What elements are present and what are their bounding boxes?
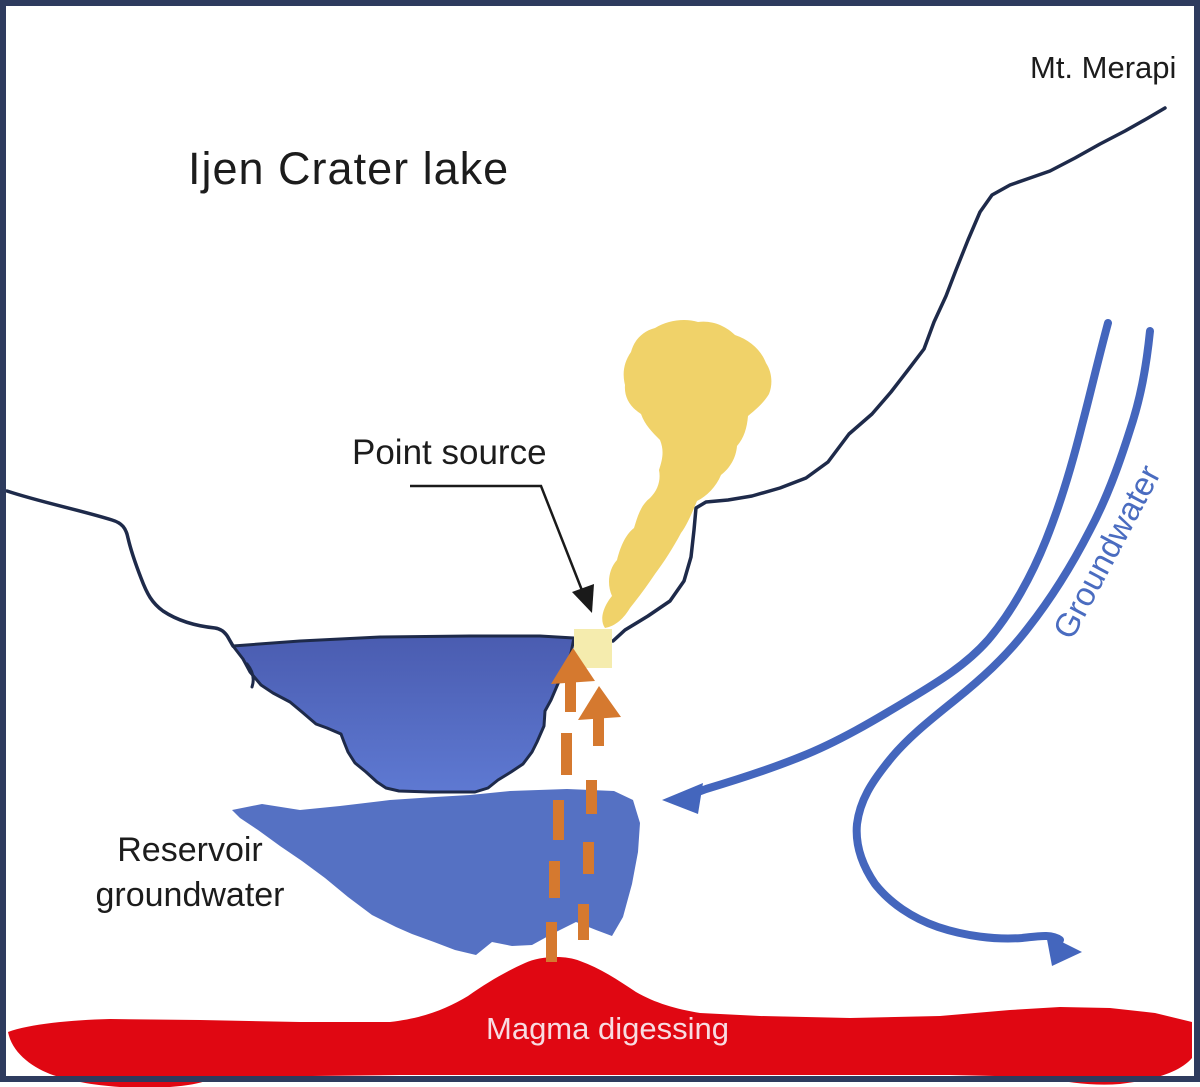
groundwater-flow-right-line — [852, 327, 1154, 944]
reservoir-groundwater-label: Reservoir groundwater — [30, 828, 350, 918]
vent-dash — [546, 922, 557, 962]
magma-label: Magma digessing — [486, 1011, 729, 1046]
groundwater-flow-left-line — [686, 319, 1112, 799]
diagram-title: Ijen Crater lake — [188, 143, 510, 194]
magma-body — [8, 957, 1192, 1087]
reservoir-label-line1: Reservoir — [117, 831, 263, 869]
gas-plume — [602, 320, 772, 628]
terrain-line-left — [5, 489, 235, 648]
point-source-label: Point source — [352, 433, 547, 472]
vent-dash — [583, 842, 594, 874]
vent-dash — [565, 680, 576, 712]
groundwater-arrow-left-icon — [662, 783, 703, 814]
terrain-line-right — [611, 106, 1167, 643]
vent-dash — [553, 800, 564, 840]
reservoir-label-line2: groundwater — [95, 875, 285, 914]
reservoir-groundwater-body — [232, 789, 640, 955]
lake-shore-crack — [245, 662, 255, 689]
mt-merapi-label: Mt. Merapi — [1030, 50, 1177, 85]
groundwater-flow-left — [686, 319, 1112, 799]
magma-vent-arrow-left — [546, 648, 595, 962]
groundwater-arrow-right-icon — [1046, 934, 1082, 966]
vent-dash — [578, 904, 589, 940]
magma-vent-arrow-right — [578, 686, 621, 940]
vent-dash — [593, 716, 604, 746]
vent-arrowhead-left-icon — [551, 648, 595, 684]
vent-arrowhead-right-icon — [578, 686, 621, 720]
vent-dash — [549, 861, 560, 898]
point-source-arrowhead-icon — [572, 584, 594, 613]
vent-dash — [586, 780, 597, 814]
point-source-leader-line — [410, 484, 587, 599]
crater-lake — [231, 634, 576, 794]
vent-dash — [561, 733, 572, 775]
groundwater-flow-right — [852, 327, 1154, 944]
